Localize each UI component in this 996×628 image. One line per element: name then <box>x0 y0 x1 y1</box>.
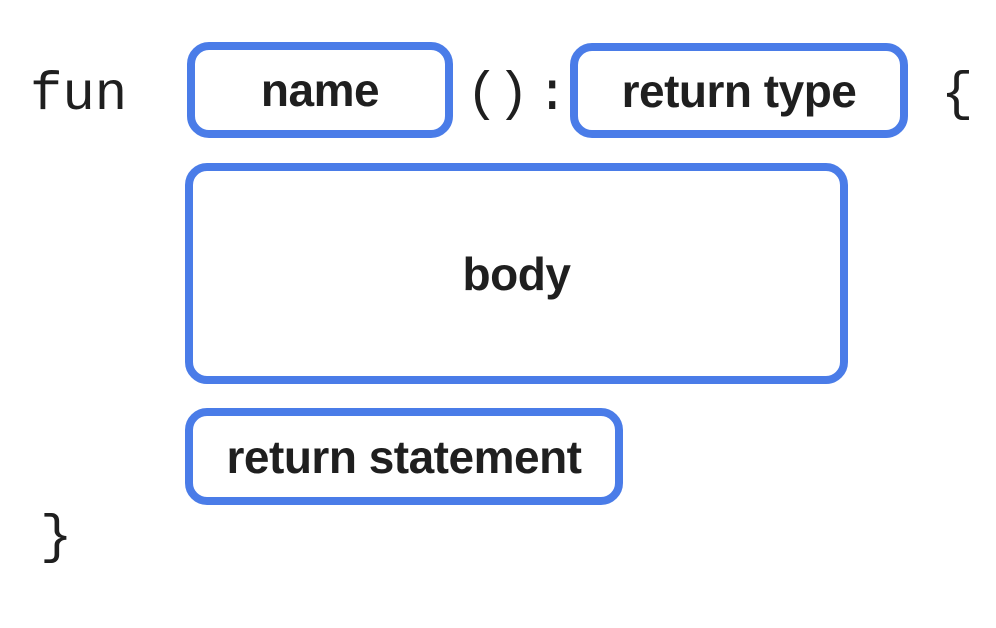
fun-keyword-token: fun <box>30 65 128 126</box>
return-type-slot-label: return type <box>621 64 857 117</box>
close-paren-token: ) <box>497 65 530 126</box>
colon-token: : <box>536 65 569 126</box>
return-type-slot: return type <box>570 43 908 138</box>
return-statement-slot-label: return statement <box>226 430 582 483</box>
name-slot: name <box>187 42 453 138</box>
body-slot-label: body <box>462 247 571 300</box>
open-brace-token: { <box>941 65 974 126</box>
body-slot: body <box>185 163 848 384</box>
open-paren-token: ( <box>466 65 499 126</box>
return-statement-slot: return statement <box>185 408 623 505</box>
name-slot-label: name <box>260 64 380 116</box>
close-brace-token: } <box>40 508 73 569</box>
